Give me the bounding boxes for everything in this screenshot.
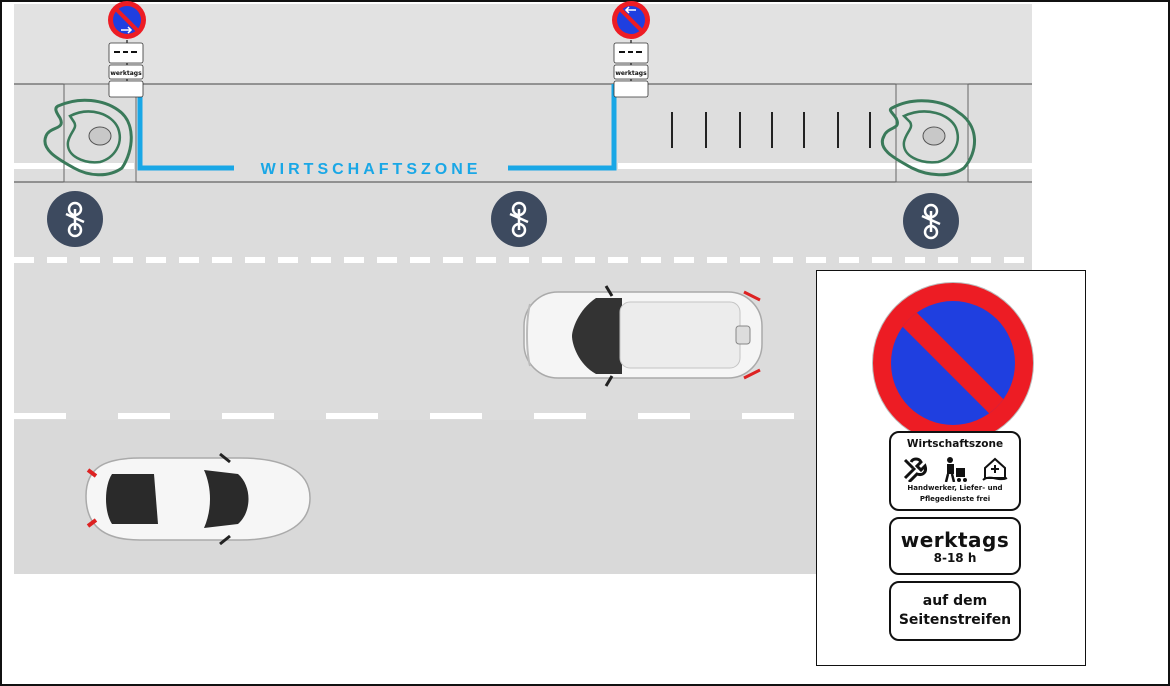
strip-white-line-right: [618, 163, 1032, 169]
bike-lane-symbol: [491, 191, 547, 247]
mini-sign-right: werktags: [612, 1, 650, 98]
zone-plate: Wirtschaftszone Handwerker, Liefer- und …: [889, 431, 1021, 511]
weekdays-label: werktags: [900, 528, 1010, 552]
side-strip-plate: auf dem Seitenstreifen: [889, 581, 1021, 641]
zone-boundary-line: [137, 84, 617, 171]
sign-detail-panel: Wirtschaftszone Handwerker, Liefer- und …: [816, 270, 1086, 666]
zone-plate-subtitle-1: Handwerker, Liefer- und: [907, 484, 1003, 492]
suv-car: [523, 285, 763, 387]
side-strip-line1: auf dem: [922, 593, 988, 609]
no-parking-sign: [873, 283, 1033, 443]
svg-text:werktags: werktags: [615, 70, 647, 77]
bike-lane-symbol: [47, 191, 103, 247]
zone-label: WIRTSCHAFTSZONE: [261, 161, 482, 178]
svg-text:werktags: werktags: [110, 70, 142, 77]
sidewalk: [14, 4, 1032, 84]
strip-white-line-left: [14, 163, 134, 169]
zone-plate-title: Wirtschaftszone: [906, 438, 1004, 450]
hours-label: 8-18 h: [933, 551, 977, 565]
care-home-icon: [981, 456, 1009, 482]
bike-lane-symbol: [903, 193, 959, 249]
tree-pit-right: [880, 83, 977, 183]
tools-icon: [901, 456, 929, 484]
delivery-person-icon: [941, 456, 969, 483]
tree-pit-left: [43, 83, 137, 183]
sedan-car: [85, 452, 311, 546]
weekdays-plate: werktags 8-18 h: [889, 517, 1021, 575]
zone-plate-subtitle-2: Pflegedienste frei: [919, 495, 991, 503]
side-strip-line2: Seitenstreifen: [898, 612, 1012, 628]
parking-stripes: [671, 112, 871, 148]
mini-sign-left: werktags: [108, 1, 146, 98]
